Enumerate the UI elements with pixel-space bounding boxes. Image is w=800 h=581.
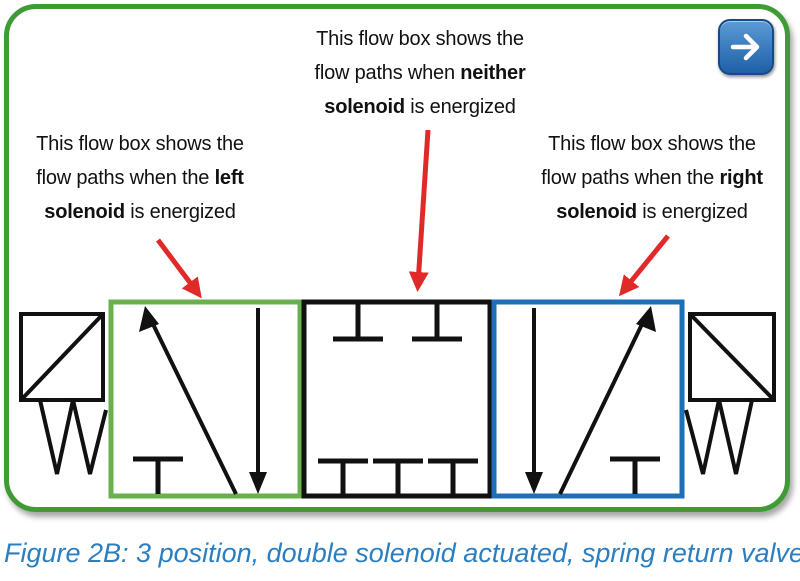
left-spring-symbol: [38, 399, 108, 475]
slide-frame: [4, 4, 790, 512]
label-right-line2: flow paths when the: [541, 167, 715, 189]
label-left-line3: is energized: [130, 201, 236, 223]
figure-caption: Figure 2B: 3 position, double solenoid a…: [4, 538, 800, 568]
label-center-bold2: neither: [460, 62, 526, 84]
label-right-line1: This flow box shows the: [548, 133, 756, 155]
flow-box-right: [491, 299, 685, 499]
label-left-bold2: left: [214, 167, 244, 189]
next-button[interactable]: [718, 19, 774, 75]
label-right-line3: is energized: [642, 201, 748, 223]
label-center: This flow box shows the flow paths when …: [280, 22, 560, 124]
flow-box-center: [301, 299, 493, 499]
label-left-line1: This flow box shows the: [36, 133, 244, 155]
right-solenoid-symbol: [688, 312, 776, 402]
pointer-arrow-left: [156, 238, 202, 299]
label-center-line1: This flow box shows the: [316, 28, 524, 50]
label-left-bold3: solenoid: [44, 201, 125, 223]
label-left-line2: flow paths when the: [36, 167, 210, 189]
label-right: This flow box shows the flow paths when …: [517, 127, 787, 229]
label-center-line2: flow paths when: [314, 62, 455, 84]
pointer-arrow-center: [408, 129, 431, 292]
flow-box-left: [108, 299, 303, 499]
label-right-bold3: solenoid: [556, 201, 637, 223]
pointer-arrow-right: [618, 234, 670, 297]
right-spring-symbol: [684, 399, 754, 475]
label-left: This flow box shows the flow paths when …: [5, 127, 275, 229]
label-right-bold2: right: [719, 167, 763, 189]
label-center-bold3: solenoid: [324, 96, 405, 118]
label-center-line3: is energized: [410, 96, 516, 118]
left-solenoid-symbol: [19, 312, 105, 402]
arrow-right-icon: [730, 33, 760, 61]
